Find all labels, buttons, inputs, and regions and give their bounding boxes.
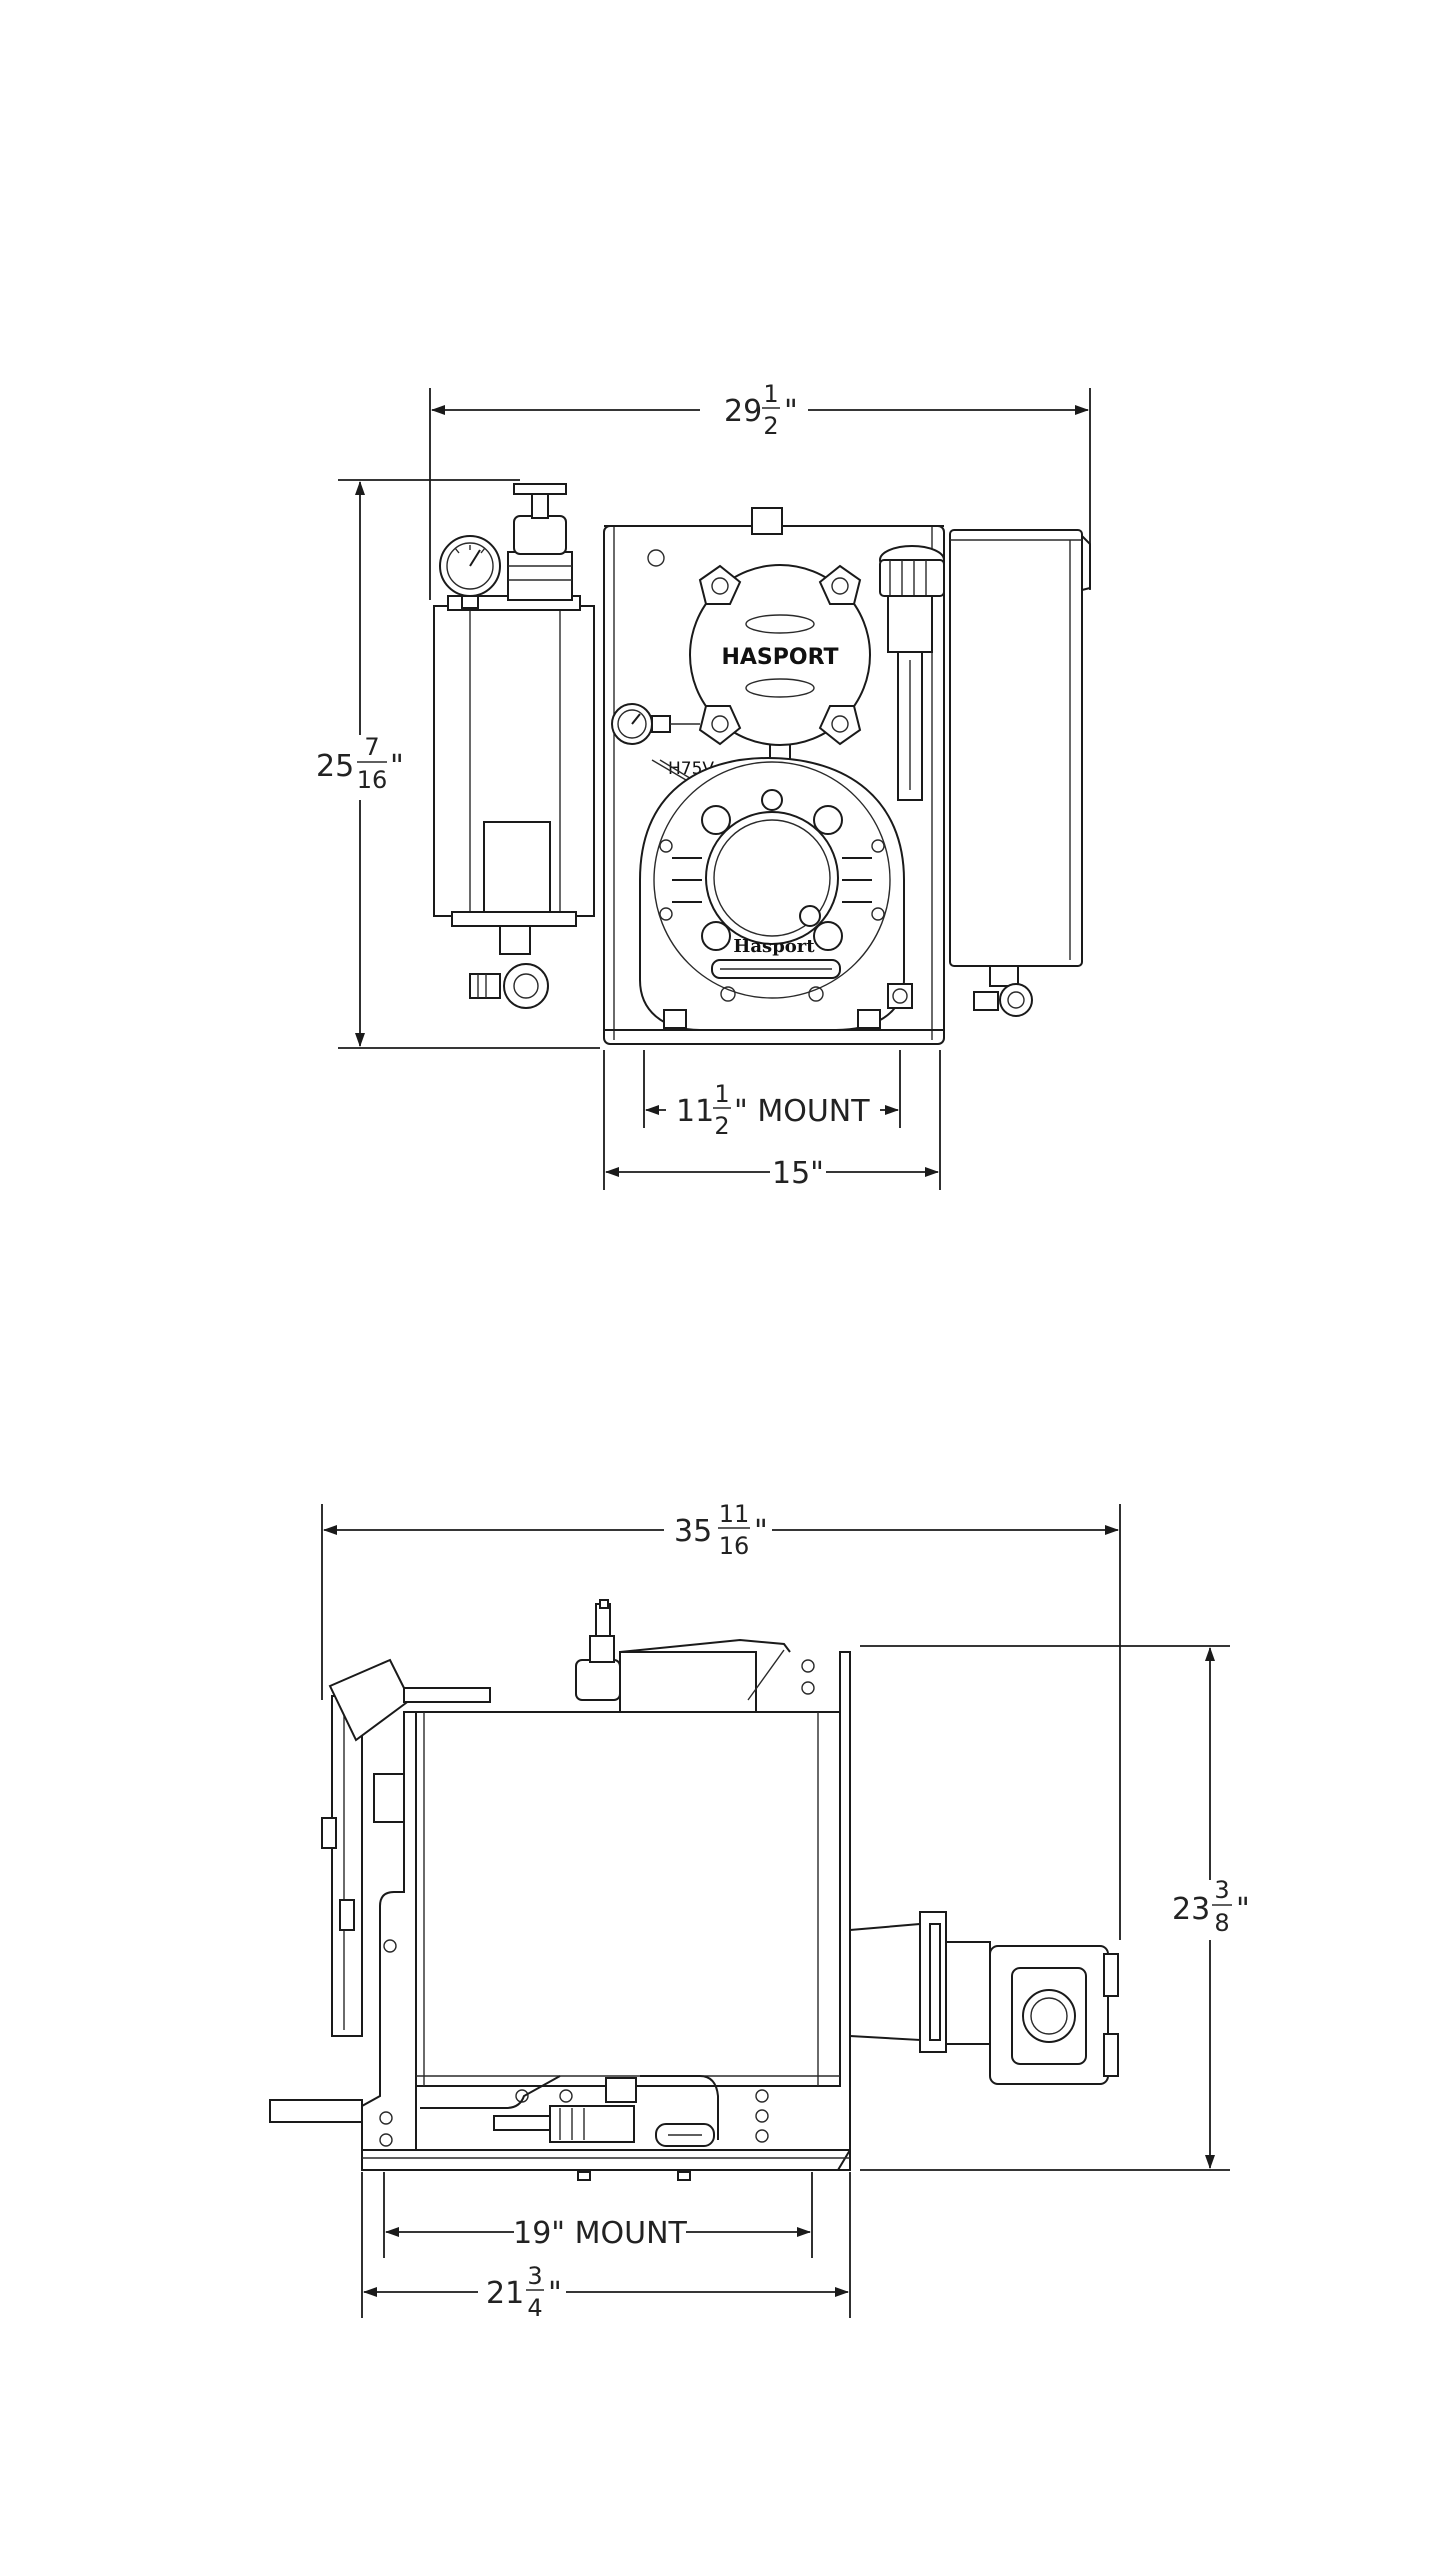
front-height-numerator: 7 (364, 733, 379, 761)
front-height-whole: 25 (316, 749, 354, 784)
side-length-whole: 35 (674, 1514, 712, 1549)
front-overall-height-dimension: 25 7 16 " (316, 479, 600, 1049)
front-mount-suffix: " MOUNT (734, 1094, 870, 1129)
side-overall-length-dimension: 35 11 16 " (321, 1500, 1121, 1940)
vacuum-gauge (611, 703, 700, 745)
side-length-unit: " (754, 1514, 768, 1549)
side-height-whole: 23 (1172, 1892, 1210, 1927)
side-motor (849, 1911, 1119, 2085)
front-width-whole: 29 (724, 394, 762, 429)
side-top-tank (575, 1599, 791, 1713)
side-height-denominator: 8 (1214, 1909, 1229, 1937)
side-base-numerator: 3 (527, 2262, 542, 2290)
front-mount-dimension: 11 1 2 " MOUNT (643, 1050, 901, 1140)
sight-tube (879, 545, 945, 801)
vacuum-pump-head: HASPORT (689, 507, 871, 770)
front-overall-width-dimension: 29 1 2 " (429, 380, 1091, 600)
side-height-unit: " (1236, 1892, 1250, 1927)
side-length-denominator: 16 (719, 1532, 750, 1560)
left-tank (433, 595, 595, 1009)
side-bottom-detail (420, 2075, 719, 2147)
front-width-numerator: 1 (763, 380, 778, 408)
side-mount-length: 19" MOUNT (513, 2216, 687, 2251)
relief-valve (507, 483, 573, 601)
front-base-width: 15" (772, 1156, 824, 1191)
front-width-denominator: 2 (763, 412, 778, 440)
side-base-whole: 21 (486, 2276, 524, 2311)
lower-pump-housing: Hasport (639, 756, 913, 1031)
brand-label: HASPORT (721, 645, 838, 670)
side-length-numerator: 11 (719, 1500, 750, 1528)
front-view: 29 1 2 " 25 7 16 " (316, 380, 1091, 1191)
right-tank (949, 529, 1091, 1017)
side-left-end (269, 1658, 491, 2123)
front-base-width-dimension: 15" (603, 1050, 941, 1191)
side-height-numerator: 3 (1214, 1876, 1229, 1904)
side-base-denominator: 4 (527, 2294, 542, 2322)
pump-label: Hasport (733, 936, 815, 957)
side-mount-dimension: 19" MOUNT (383, 2172, 813, 2258)
side-overall-height-dimension: 23 3 8 " (860, 1645, 1250, 2171)
front-mount-numerator: 1 (714, 1080, 729, 1108)
side-view: 35 11 16 " 23 3 8 " (269, 1500, 1250, 2322)
front-width-unit: " (784, 394, 798, 429)
pressure-gauge-left (439, 535, 501, 609)
front-mount-whole: 11 (676, 1094, 714, 1129)
front-height-unit: " (390, 749, 404, 784)
side-base-unit: " (548, 2276, 562, 2311)
side-base-length-dimension: 21 3 4 " (361, 2172, 851, 2322)
front-mount-denominator: 2 (714, 1112, 729, 1140)
front-height-denominator: 16 (357, 766, 388, 794)
